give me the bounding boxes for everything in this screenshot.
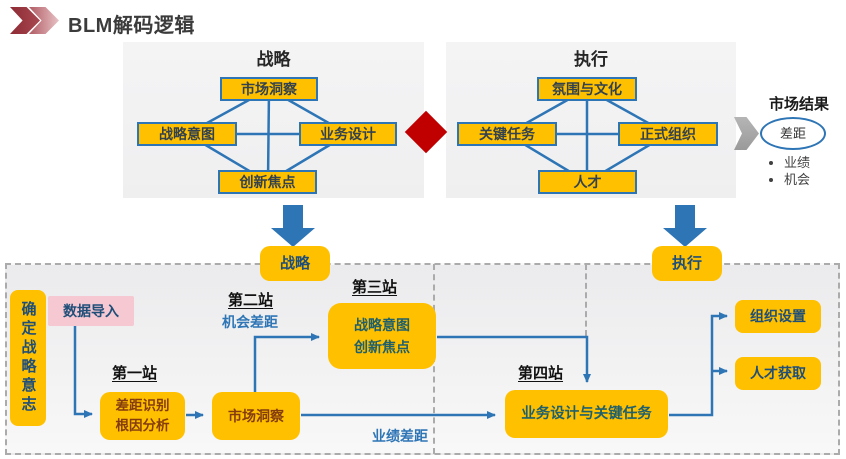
bridge-strategy-box: 战略 xyxy=(260,246,330,281)
down-arrow-strategy xyxy=(271,205,315,247)
node-culture: 氛围与文化 xyxy=(537,77,637,101)
org-setup-box: 组织设置 xyxy=(735,300,821,333)
dashed-divider-2 xyxy=(585,264,587,336)
station3-label: 第三站 xyxy=(352,279,398,296)
intent-focus-box: 战略意图 创新焦点 xyxy=(328,303,436,369)
gap-ellipse: 差距 xyxy=(760,117,826,150)
data-import-box: 数据导入 xyxy=(48,296,134,326)
down-arrow-execution xyxy=(663,205,707,247)
market-results-bullets: 业绩 机会 xyxy=(784,154,810,188)
node-business-design: 业务设计 xyxy=(299,122,397,146)
node-market-insight: 市场洞察 xyxy=(220,77,318,101)
market-insight-flow-box: 市场洞察 xyxy=(212,392,300,440)
bridge-execution-box: 执行 xyxy=(652,246,722,281)
intent-vertical-box: 确定战略意志 xyxy=(10,290,46,426)
node-formal-org: 正式组织 xyxy=(618,122,718,146)
node-innovation-focus: 创新焦点 xyxy=(218,170,317,194)
business-design-tasks-box: 业务设计与关键任务 xyxy=(505,390,668,438)
node-key-tasks: 关键任务 xyxy=(457,122,557,146)
bullet-opportunity: 机会 xyxy=(784,171,810,188)
opportunity-gap-label: 机会差距 xyxy=(222,314,278,330)
strategy-heading: 战略 xyxy=(256,50,291,69)
gap-identification-box: 差距识别 根因分析 xyxy=(100,392,185,440)
market-results-heading: 市场结果 xyxy=(768,96,829,113)
page-title: BLM解码逻辑 xyxy=(68,15,195,37)
talent-acquisition-box: 人才获取 xyxy=(735,357,821,390)
node-talent: 人才 xyxy=(538,170,637,194)
station1-label: 第一站 xyxy=(112,365,158,382)
station2-label: 第二站 xyxy=(228,292,274,309)
node-strategic-intent: 战略意图 xyxy=(137,122,237,146)
station4-label: 第四站 xyxy=(518,365,564,382)
execution-heading: 执行 xyxy=(574,50,608,69)
performance-gap-label: 业绩差距 xyxy=(372,428,428,444)
bullet-performance: 业绩 xyxy=(784,154,810,171)
